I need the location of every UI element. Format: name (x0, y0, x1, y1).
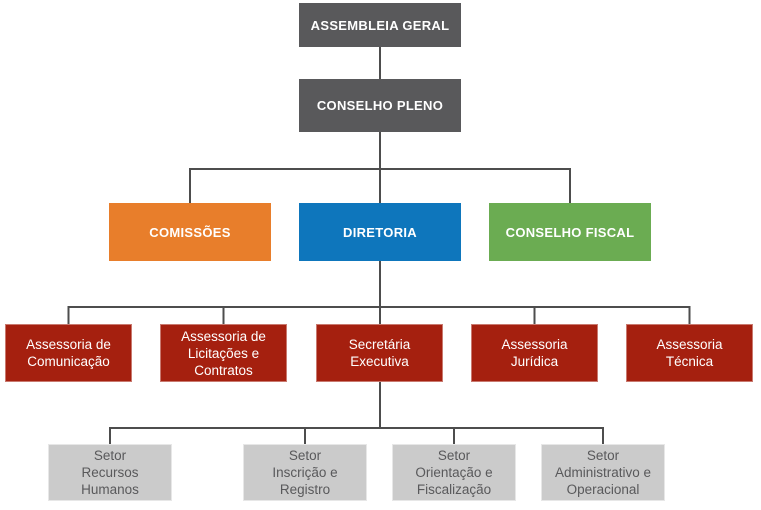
node-assessoria-licitacoes-contratos: Assessoria de Licitações e Contratos (160, 324, 287, 382)
node-setor-recursos-humanos: Setor Recursos Humanos (48, 444, 172, 501)
node-diretoria: DIRETORIA (299, 203, 461, 261)
connector-diretoria-level4 (67, 260, 691, 325)
node-setor-inscricao-registro: Setor Inscrição e Registro (243, 444, 367, 501)
node-comissoes: COMISSÕES (109, 203, 271, 261)
node-conselho-fiscal: CONSELHO FISCAL (489, 203, 651, 261)
node-setor-orientacao-fiscalizacao: Setor Orientação e Fiscalização (392, 444, 516, 501)
node-secretaria-executiva: Secretária Executiva (316, 324, 443, 382)
node-assessoria-juridica: Assessoria Jurídica (471, 324, 598, 382)
node-setor-administrativo-operacional: Setor Administrativo e Operacional (541, 444, 665, 501)
connector-conselho-level3 (189, 131, 571, 204)
node-conselho-pleno: CONSELHO PLENO (299, 79, 461, 132)
node-assessoria-comunicacao: Assessoria de Comunicação (5, 324, 132, 382)
node-assembleia-geral: ASSEMBLEIA GERAL (299, 3, 461, 47)
node-assessoria-tecnica: Assessoria Técnica (626, 324, 753, 382)
connector-secretaria-level5 (109, 381, 604, 445)
